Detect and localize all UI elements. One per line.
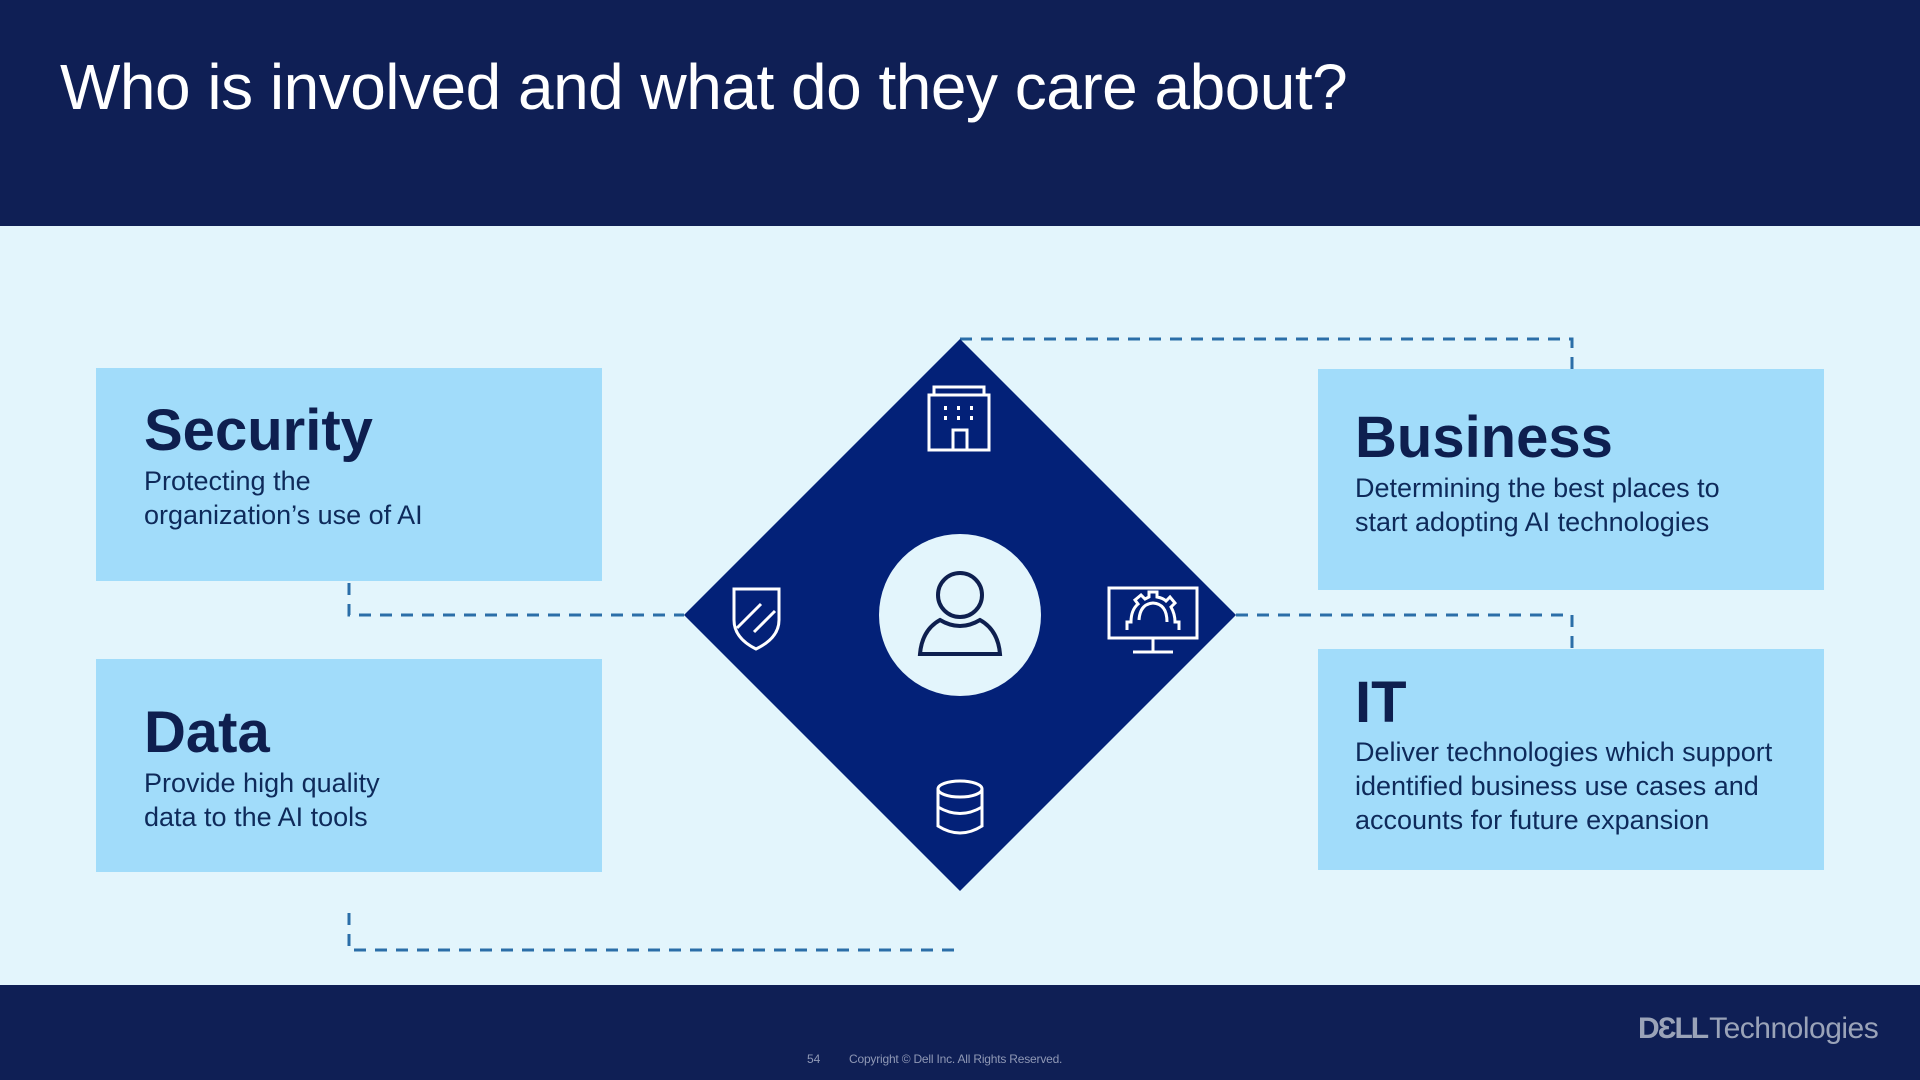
title-bar: Who is involved and what do they care ab… (0, 0, 1920, 226)
card-it-desc-line1: Deliver technologies which support (1355, 737, 1773, 767)
person-icon (917, 571, 1003, 656)
logo-brand: DƐLL (1638, 1012, 1709, 1045)
card-it-title: IT (1355, 670, 1407, 735)
logo-suffix: Technologies (1709, 1012, 1879, 1045)
card-data-desc-line1: Provide high quality (144, 768, 380, 798)
card-security-title: Security (144, 398, 373, 463)
monitor-gear-icon (1107, 586, 1199, 654)
connector-lines (347, 337, 1574, 952)
shield-icon (732, 587, 781, 651)
slide-title: Who is involved and what do they care ab… (60, 51, 1348, 123)
card-security-desc-line2: organization’s use of AI (144, 500, 423, 530)
database-icon (936, 779, 984, 835)
card-it-desc-line3: accounts for future expansion (1355, 805, 1710, 835)
card-business: Business Determining the best places to … (1318, 369, 1824, 590)
card-data-title: Data (144, 700, 270, 765)
connector-data (347, 913, 960, 952)
card-business-desc-line1: Determining the best places to (1355, 473, 1720, 503)
card-security: Security Protecting the organization’s u… (96, 368, 602, 581)
card-business-desc-line2: start adopting AI technologies (1355, 507, 1710, 537)
card-business-title: Business (1355, 405, 1613, 470)
card-data: Data Provide high quality data to the AI… (96, 659, 602, 872)
card-security-desc-line1: Protecting the (144, 466, 311, 496)
copyright-text: Copyright © Dell Inc. All Rights Reserve… (849, 1052, 1063, 1066)
page-number: 54 (807, 1052, 821, 1066)
building-icon (927, 385, 991, 452)
connector-business (960, 337, 1574, 369)
card-it: IT Deliver technologies which support id… (1318, 649, 1824, 870)
card-data-desc-line2: data to the AI tools (144, 802, 368, 832)
connector-security (347, 583, 684, 617)
card-it-desc-line2: identified business use cases and (1355, 771, 1759, 801)
dell-technologies-logo: DƐLLTechnologies (1638, 1012, 1879, 1046)
footer-bar (0, 985, 1920, 1080)
connector-it (1236, 613, 1574, 649)
